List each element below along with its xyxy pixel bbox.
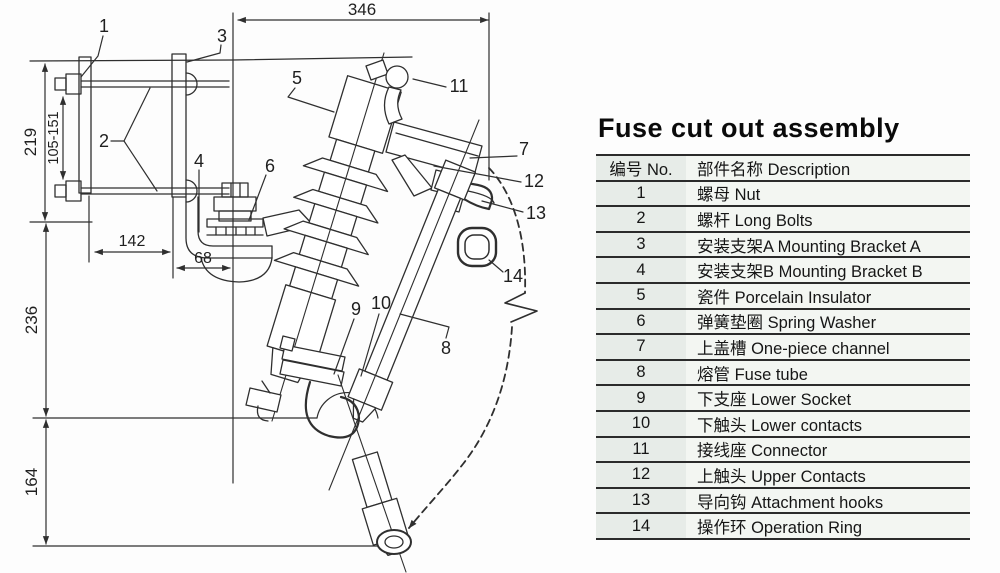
callout-9: 9 bbox=[351, 299, 361, 319]
cell-no: 2 bbox=[596, 207, 686, 231]
dim-middle-height: 236 bbox=[22, 306, 41, 334]
cell-no: 5 bbox=[596, 283, 686, 308]
cell-description: 瓷件 Porcelain Insulator bbox=[686, 283, 970, 308]
callout-11: 11 bbox=[450, 76, 469, 96]
long-bolts bbox=[54, 73, 230, 202]
callout-numbers: 1 2 3 4 5 6 7 8 9 10 11 12 13 14 bbox=[99, 16, 546, 358]
parts-table: 编号 No. 部件名称 Description 1 螺母 Nut 2 螺杆 Lo… bbox=[596, 154, 970, 540]
reference-lines bbox=[29, 12, 490, 547]
cell-no: 8 bbox=[596, 360, 686, 385]
table-row: 1 螺母 Nut bbox=[596, 181, 970, 208]
table-row: 8 熔管 Fuse tube bbox=[596, 360, 970, 387]
cell-no: 11 bbox=[596, 437, 686, 462]
callout-10: 10 bbox=[371, 293, 391, 313]
cell-description: 上触头 Upper Contacts bbox=[686, 463, 970, 487]
cell-no: 6 bbox=[596, 309, 686, 334]
cell-no: 12 bbox=[596, 463, 686, 487]
dim-base-width: 142 bbox=[119, 233, 146, 250]
callout-7: 7 bbox=[519, 139, 529, 159]
lower-socket bbox=[279, 344, 361, 439]
one-piece-channel bbox=[385, 121, 483, 197]
page-title: Fuse cut out assembly bbox=[598, 113, 900, 143]
cell-description: 上盖槽 One-piece channel bbox=[686, 335, 970, 359]
dimension-labels: 346 219 105-151 142 68 236 164 bbox=[21, 0, 376, 496]
parts-panel: Fuse cut out assembly 编号 No. 部件名称 Descri… bbox=[596, 114, 970, 540]
callout-12: 12 bbox=[524, 171, 544, 191]
cell-description: 螺母 Nut bbox=[686, 181, 970, 206]
table-row: 5 瓷件 Porcelain Insulator bbox=[596, 283, 970, 310]
table-header-row: 编号 No. 部件名称 Description bbox=[596, 156, 970, 182]
fuse-tube-axis-line bbox=[328, 119, 480, 491]
table-row: 3 安装支架A Mounting Bracket A bbox=[596, 232, 970, 259]
table-row: 6 弹簧垫圈 Spring Washer bbox=[596, 309, 970, 336]
header-no: 编号 No. bbox=[596, 156, 686, 180]
drawing-svg: 346 219 105-151 142 68 236 164 1 2 3 4 5… bbox=[21, 0, 546, 573]
callout-4: 4 bbox=[194, 151, 204, 171]
cell-no: 9 bbox=[596, 386, 686, 410]
cell-description: 螺杆 Long Bolts bbox=[686, 207, 970, 231]
table-row: 10 下触头 Lower contacts bbox=[596, 411, 970, 438]
connector bbox=[365, 59, 409, 125]
cell-description: 安装支架B Mounting Bracket B bbox=[686, 258, 970, 282]
bolt-and-spring-washer bbox=[206, 182, 314, 237]
callout-2: 2 bbox=[99, 131, 109, 151]
bracket-back-plate bbox=[78, 56, 92, 194]
cell-no: 13 bbox=[596, 488, 686, 513]
dim-bottom-height: 164 bbox=[22, 468, 41, 496]
cell-description: 熔管 Fuse tube bbox=[686, 360, 970, 385]
table-row: 2 螺杆 Long Bolts bbox=[596, 207, 970, 233]
cell-no: 3 bbox=[596, 232, 686, 257]
fuse-tube-pull-ring bbox=[376, 529, 412, 555]
table-row: 14 操作环 Operation Ring bbox=[596, 514, 970, 540]
table-row: 12 上触头 Upper Contacts bbox=[596, 463, 970, 489]
table-row: 13 导向钩 Attachment hooks bbox=[596, 488, 970, 515]
cell-description: 导向钩 Attachment hooks bbox=[686, 488, 970, 513]
lower-contacts bbox=[245, 335, 296, 422]
callout-13: 13 bbox=[526, 203, 546, 223]
callout-6: 6 bbox=[265, 156, 275, 176]
cell-no: 7 bbox=[596, 335, 686, 359]
dim-bolt-hole-range: 105-151 bbox=[46, 111, 62, 164]
callout-3: 3 bbox=[217, 26, 227, 46]
cell-description: 下支座 Lower Socket bbox=[686, 386, 970, 410]
dimension-lines bbox=[41, 16, 489, 545]
table-row: 4 安装支架B Mounting Bracket B bbox=[596, 258, 970, 284]
cell-description: 下触头 Lower contacts bbox=[686, 411, 970, 436]
cell-no: 14 bbox=[596, 514, 686, 538]
callout-1: 1 bbox=[99, 16, 109, 36]
callout-5: 5 bbox=[292, 68, 302, 88]
dim-overall-width: 346 bbox=[348, 0, 376, 19]
cell-description: 接线座 Connector bbox=[686, 437, 970, 462]
callout-8: 8 bbox=[441, 338, 451, 358]
cell-no: 10 bbox=[596, 411, 686, 436]
cell-no: 1 bbox=[596, 181, 686, 206]
table-row: 9 下支座 Lower Socket bbox=[596, 386, 970, 412]
dim-arm-offset: 68 bbox=[194, 250, 212, 267]
table-row: 7 上盖槽 One-piece channel bbox=[596, 335, 970, 361]
swing-path-arc bbox=[408, 167, 527, 529]
mounting-bracket-b bbox=[185, 196, 273, 283]
technical-drawing: 346 219 105-151 142 68 236 164 1 2 3 4 5… bbox=[21, 0, 546, 573]
cell-description: 安装支架A Mounting Bracket A bbox=[686, 232, 970, 257]
cell-description: 弹簧垫圈 Spring Washer bbox=[686, 309, 970, 334]
dim-bracket-height: 219 bbox=[21, 128, 40, 156]
table-row: 11 接线座 Connector bbox=[596, 437, 970, 464]
callout-leader-lines bbox=[80, 35, 524, 377]
arc-break-arrow bbox=[504, 292, 538, 323]
callout-14: 14 bbox=[503, 266, 523, 286]
mounting-bracket-a bbox=[171, 53, 198, 203]
header-description: 部件名称 Description bbox=[686, 156, 970, 180]
operation-ring bbox=[456, 226, 498, 268]
cell-no: 4 bbox=[596, 258, 686, 282]
cell-description: 操作环 Operation Ring bbox=[686, 514, 970, 538]
